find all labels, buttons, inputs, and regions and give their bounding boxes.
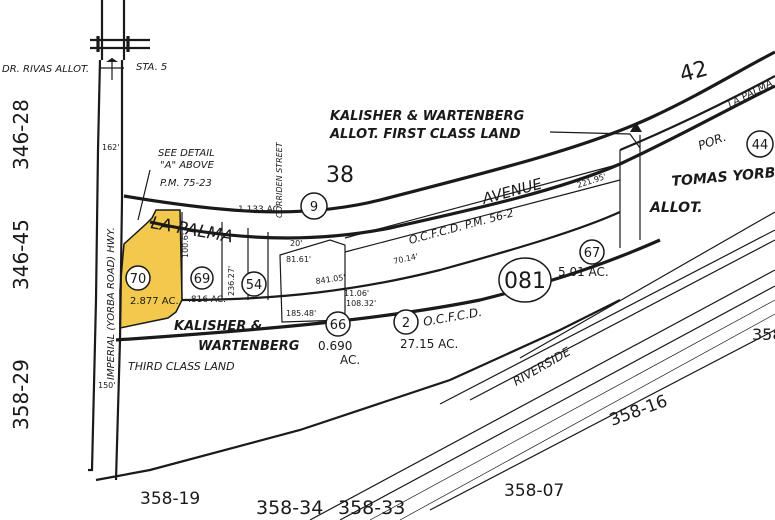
kalisher-bottom-line2: WARTENBERG [198,339,300,354]
dim-70: 70.14' [393,252,419,266]
parcel-66-number: 66 [330,318,347,333]
book-page-358-edge: 358 [752,325,775,344]
dim-185: 185.48' [286,309,316,318]
acreage-2877: 2.877 AC. [130,296,179,307]
dim-236: 236.27' [227,266,236,296]
parcel-69-circle[interactable] [190,266,214,290]
dim-11: 11.06' [344,289,369,298]
dim-81: 81.61' [286,255,311,264]
kalisher-top-line2: ALLOT. FIRST CLASS LAND [329,127,521,142]
parcel-9-number: 9 [310,200,318,215]
dim-841: 841.05' [315,273,346,286]
riverside-line-7 [469,239,775,401]
parcel-9-circle[interactable] [300,192,328,220]
la-palma-south-edge [149,84,775,240]
acreage-816: .816 AC. [188,295,226,305]
see-detail-line3: P.M. 75-23 [160,178,212,189]
parcel-2-number: 2 [402,316,410,331]
avenue-label: AVENUE [479,175,544,209]
book-page-358-16: 358-16 [607,391,670,430]
la-palma-east-edge-2 [619,75,775,152]
la-palma-north-edge [123,50,775,214]
imperial-hwy-east-edge [114,60,124,481]
parcel-70-circle[interactable] [125,265,151,291]
dim-1006: 100.6' [181,233,190,258]
por-label: POR. [696,130,728,153]
see-detail-line1: SEE DETAIL [158,148,215,159]
parcel-69-number: 69 [194,272,211,287]
book-page-346-28: 346-28 [9,99,33,170]
parcel-70-number: 70 [130,272,147,287]
third-class-label: THIRD CLASS LAND [128,360,235,373]
riverside-line-2 [339,285,775,520]
book-page-358-19: 358-19 [140,489,200,509]
parcel-67-number: 67 [584,246,601,261]
top-marker [96,36,130,52]
riverside-line-4 [399,313,775,520]
sta-label: STA. 5 [136,62,167,73]
kalisher-bottom-line1: KALISHER & [174,319,262,334]
acreage-1133: 1.133 AC. [238,205,282,215]
dim-108: 108.32' [346,299,376,308]
dim-20: 20' [290,239,302,248]
imperial-hwy-west-edge [88,59,102,472]
area-38-label: 38 [326,163,354,188]
riverside-line-1 [309,269,775,520]
book-page-358-29: 358-29 [9,359,33,430]
leader-arrow [630,122,642,132]
book-page-346-45: 346-45 [9,219,33,290]
parcel-70-highlight[interactable] [119,209,183,329]
parcel-66-circle[interactable] [325,311,351,337]
riverside-line-3 [369,299,775,520]
riverside-line-8 [519,211,775,359]
rivas-allot-label: DR. RIVAS ALLOT. [2,64,89,75]
riverside-line-6 [439,229,775,405]
acreage-2715: 27.15 AC. [400,337,458,351]
tomas-yorba-label: TOMAS YORBA [671,164,775,190]
see-detail-line2: "A" ABOVE [160,160,215,171]
top-crossing [90,38,150,50]
imperial-hwy-top-stub [100,0,126,60]
imperial-hwy-label: IMPERIAL (YORBA ROAD) HWY. [106,227,117,380]
book-page-358-07: 358-07 [504,481,564,501]
southern-boundary [95,299,621,482]
parcel-44-number: 44 [752,138,769,153]
parcel-9-block [279,239,346,323]
acreage-0690: 0.690 [318,339,352,353]
riverside-line-5 [429,329,775,511]
area-42-label: 42 [677,56,711,87]
parcel-54-number: 54 [246,278,263,293]
bottom-parcel-edge [115,238,661,342]
ocfcd-strip [344,163,621,253]
acreage-0690-unit: AC. [340,353,360,367]
see-detail-leader [137,169,151,221]
kalisher-top-line1: KALISHER & WARTENBERG [330,109,525,124]
dim-162: 162' [102,143,119,152]
street-label: CORRIDEN STREET [275,141,284,218]
allot-label: ALLOT. [649,200,703,216]
book-page-358-33: 358-33 [338,497,405,519]
la-palma-east-label: LA PALMA [726,78,775,111]
parcel-67-circle[interactable] [579,239,605,265]
parcel-2-block-north [181,210,621,302]
parcel-54-circle[interactable] [241,271,267,297]
book-081-label: 081 [504,269,546,294]
parcel-44-circle[interactable] [746,130,774,158]
kalisher-leader [549,131,641,149]
station-arrow [106,58,118,62]
dim-150: 150' [98,381,115,390]
book-081-oval [498,257,552,303]
acreage-501: 5.01 AC. [558,265,609,279]
book-page-358-34: 358-34 [256,497,323,519]
parcel-2-circle[interactable] [393,309,419,335]
